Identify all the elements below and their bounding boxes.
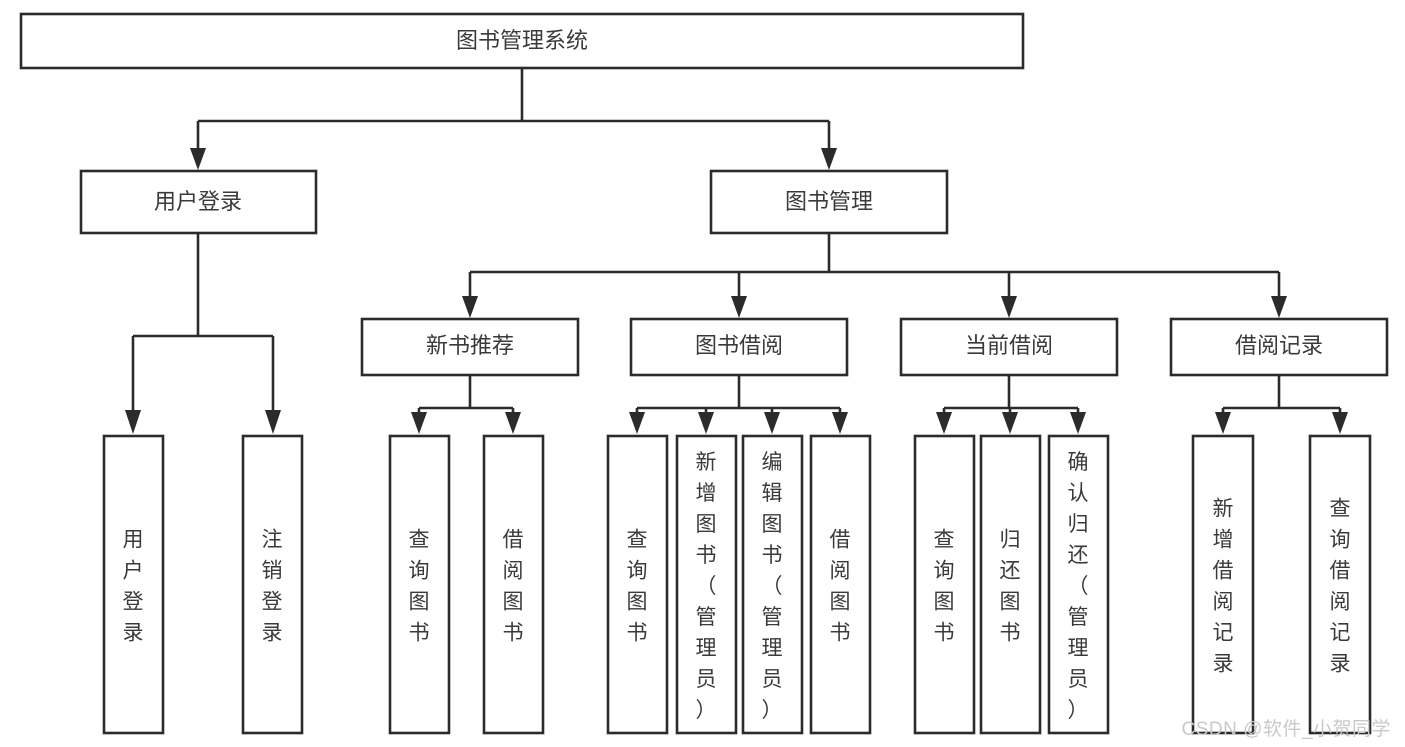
node-user-login-label: 用户登录: [154, 189, 242, 214]
node-book-borrow-label: 图书借阅: [695, 333, 783, 358]
node-root-label: 图书管理系统: [456, 28, 588, 53]
arrow-to-borrow-record: [1271, 296, 1287, 318]
node-user-login[interactable]: 用户登录: [79, 169, 318, 235]
node-leaf-add-book[interactable]: 新增图书（管理员）: [675, 434, 738, 735]
node-leaf-query-book-1-box[interactable]: [388, 434, 451, 735]
node-leaf-logout[interactable]: 注销登录: [241, 434, 304, 735]
node-leaf-add-record-label: 新增借阅记录: [1213, 498, 1234, 676]
node-borrow-record-label: 借阅记录: [1235, 333, 1323, 358]
node-borrow-record[interactable]: 借阅记录: [1169, 317, 1389, 377]
arrow-to-user-login: [190, 148, 206, 170]
node-leaf-query-book-2[interactable]: 查询图书: [606, 434, 669, 735]
node-leaf-add-book-label: 新增图书（管理员）: [696, 451, 717, 722]
arrow-to-leaf-logout: [265, 410, 281, 434]
node-book-manage-box[interactable]: [709, 169, 949, 235]
node-leaf-query-book-3-label: 查询图书: [934, 529, 955, 645]
node-leaf-query-book-2-label: 查询图书: [627, 529, 648, 645]
arrow-to-book-borrow: [731, 296, 747, 318]
arrow-to-leaf-query-record: [1332, 412, 1348, 434]
node-new-book-rec-label: 新书推荐: [426, 333, 514, 358]
arrow-to-leaf-edit-book: [764, 412, 780, 434]
node-leaf-user-login-box[interactable]: [102, 434, 165, 735]
arrow-to-book-manage: [821, 148, 837, 170]
node-book-manage[interactable]: 图书管理: [709, 169, 949, 235]
node-leaf-borrow-book-1[interactable]: 借阅图书: [482, 434, 545, 735]
node-leaf-edit-book-box[interactable]: [741, 434, 804, 735]
connector-layer: [125, 68, 1348, 434]
node-leaf-add-book-box[interactable]: [675, 434, 738, 735]
node-new-book-rec-box[interactable]: [360, 317, 580, 377]
arrow-to-leaf-query-book-2: [629, 412, 645, 434]
node-leaf-query-record-box[interactable]: [1308, 434, 1372, 735]
node-leaf-return-book[interactable]: 归还图书: [979, 434, 1042, 735]
arrow-to-current-borrow: [1001, 296, 1017, 318]
node-borrow-record-box[interactable]: [1169, 317, 1389, 377]
node-leaf-edit-book[interactable]: 编辑图书（管理员）: [741, 434, 804, 735]
arrow-to-leaf-return-book: [1002, 412, 1018, 434]
arrow-to-leaf-add-record: [1215, 412, 1231, 434]
node-leaf-add-record-box[interactable]: [1191, 434, 1255, 735]
node-leaf-confirm-return[interactable]: 确认归还（管理员）: [1047, 434, 1110, 735]
node-leaf-confirm-return-box[interactable]: [1047, 434, 1110, 735]
node-leaf-return-book-label: 归还图书: [1000, 529, 1021, 645]
node-new-book-rec[interactable]: 新书推荐: [360, 317, 580, 377]
node-leaf-logout-label: 注销登录: [262, 529, 283, 645]
arrow-to-leaf-confirm-return: [1070, 412, 1086, 434]
arrow-to-leaf-user-login: [125, 410, 141, 434]
node-leaf-borrow-book-2-label: 借阅图书: [830, 529, 851, 645]
node-leaf-logout-box[interactable]: [241, 434, 304, 735]
node-root-box[interactable]: [19, 12, 1025, 70]
node-leaf-user-login-label: 用户登录: [123, 529, 144, 645]
node-user-login-box[interactable]: [79, 169, 318, 235]
node-leaf-borrow-book-1-box[interactable]: [482, 434, 545, 735]
node-leaf-borrow-book-1-label: 借阅图书: [503, 529, 524, 645]
node-leaf-query-book-3[interactable]: 查询图书: [913, 434, 976, 735]
arrow-to-leaf-query-book-3: [936, 412, 952, 434]
node-leaf-edit-book-label: 编辑图书（管理员）: [762, 451, 783, 722]
arrow-to-leaf-borrow-book-1: [505, 412, 521, 434]
node-current-borrow-box[interactable]: [899, 317, 1119, 377]
node-leaf-query-book-1-label: 查询图书: [409, 529, 430, 645]
arrow-to-leaf-borrow-book-2: [832, 412, 848, 434]
node-leaf-query-book-1[interactable]: 查询图书: [388, 434, 451, 735]
node-leaf-query-record-label: 查询借阅记录: [1330, 498, 1351, 676]
arrow-to-new-book-rec: [462, 296, 478, 318]
arrow-to-leaf-query-book-1: [411, 412, 427, 434]
node-current-borrow[interactable]: 当前借阅: [899, 317, 1119, 377]
node-leaf-query-record[interactable]: 查询借阅记录: [1308, 434, 1372, 735]
node-leaf-query-book-2-box[interactable]: [606, 434, 669, 735]
node-leaf-user-login[interactable]: 用户登录: [102, 434, 165, 735]
node-book-manage-label: 图书管理: [785, 189, 873, 214]
node-leaf-borrow-book-2-box[interactable]: [809, 434, 872, 735]
arrow-to-leaf-add-book: [698, 412, 714, 434]
node-leaf-query-book-3-box[interactable]: [913, 434, 976, 735]
node-leaf-confirm-return-label: 确认归还（管理员）: [1068, 451, 1089, 722]
node-root[interactable]: 图书管理系统: [19, 12, 1025, 70]
node-leaf-borrow-book-2[interactable]: 借阅图书: [809, 434, 872, 735]
node-book-borrow-box[interactable]: [629, 317, 849, 377]
node-current-borrow-label: 当前借阅: [965, 333, 1053, 358]
node-leaf-return-book-box[interactable]: [979, 434, 1042, 735]
node-leaf-add-record[interactable]: 新增借阅记录: [1191, 434, 1255, 735]
node-book-borrow[interactable]: 图书借阅: [629, 317, 849, 377]
